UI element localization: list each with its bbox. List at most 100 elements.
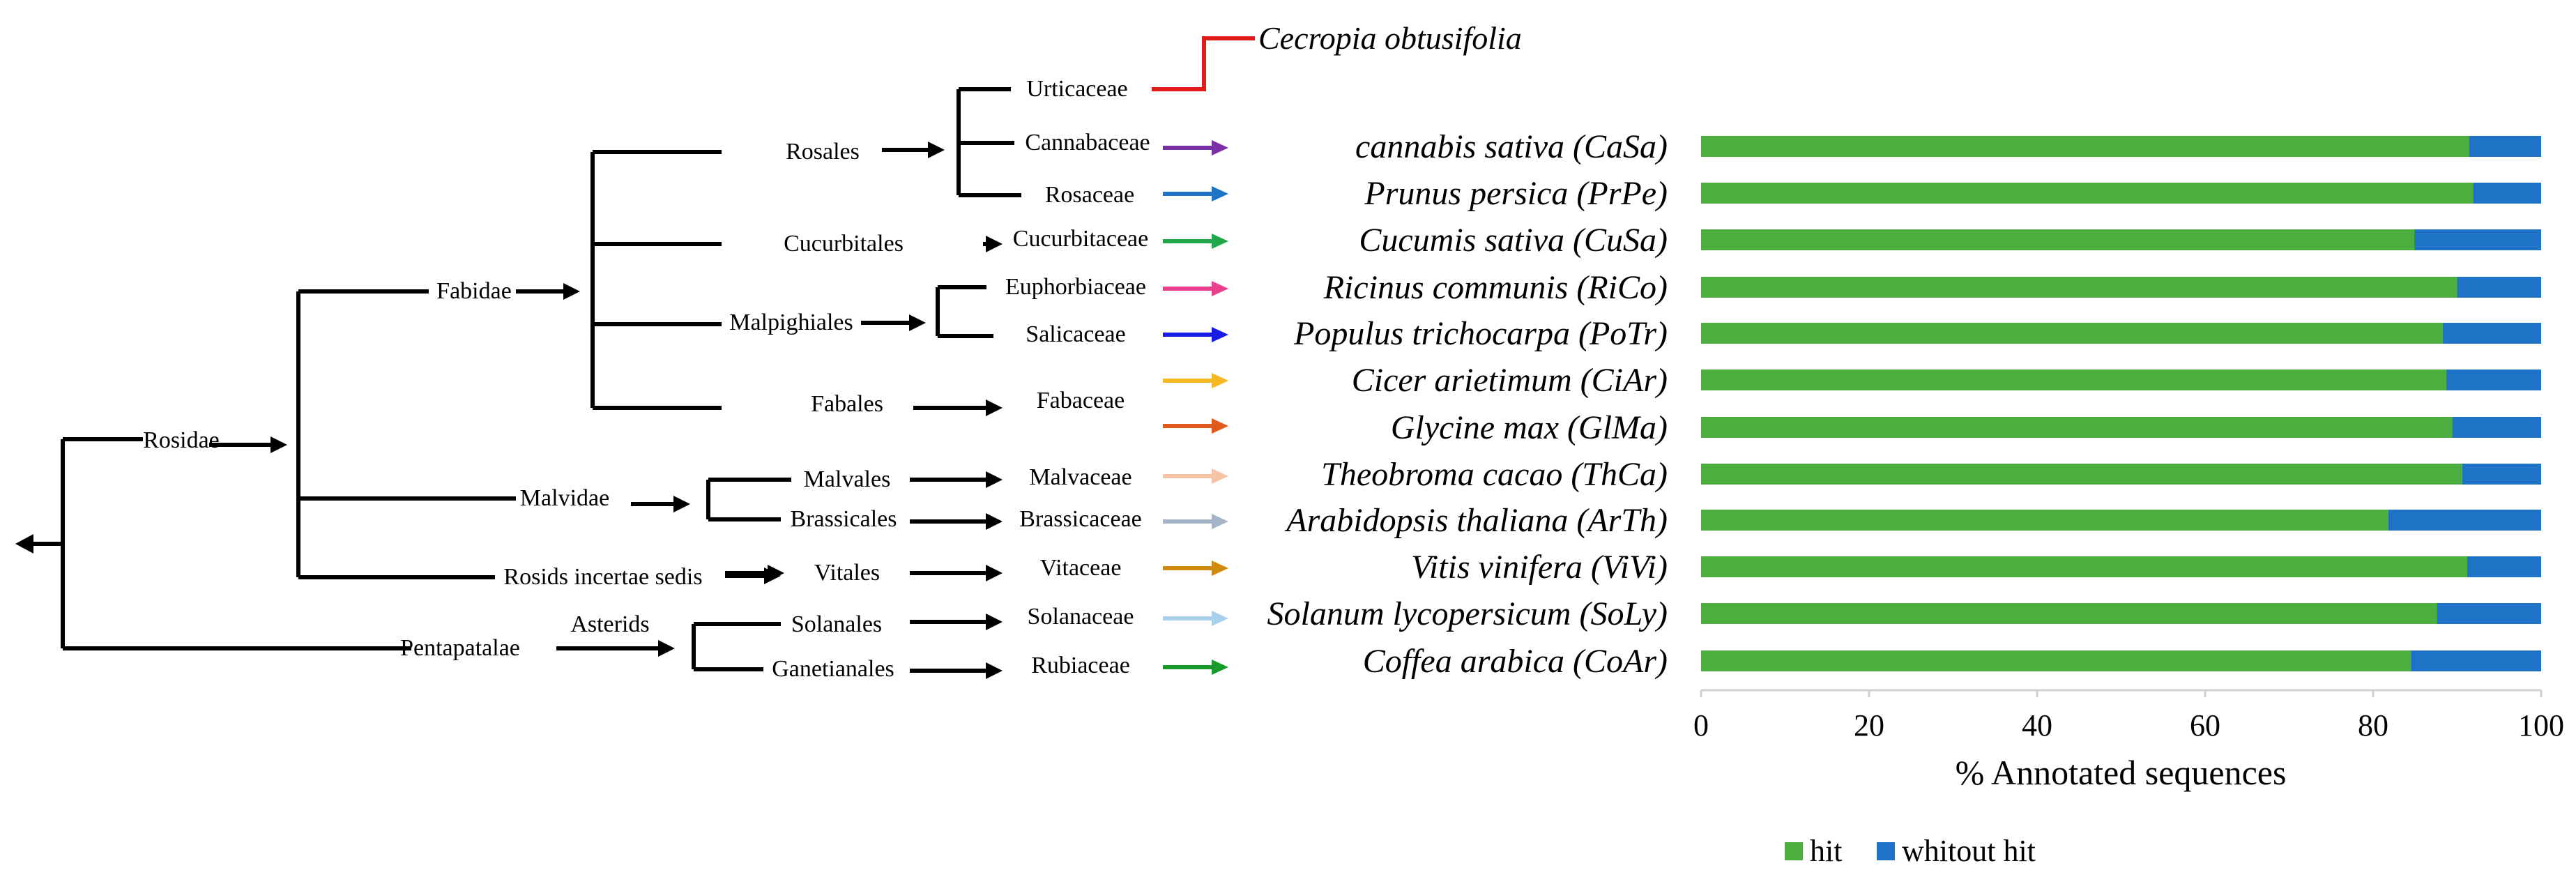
species-arrow bbox=[1163, 281, 1228, 296]
order-label-malvales: Malvales bbox=[804, 466, 891, 492]
bar-without-hit bbox=[2469, 136, 2541, 157]
bar-without-hit bbox=[2473, 183, 2541, 204]
tree-arrows bbox=[209, 142, 1003, 679]
family-label-malvaceae: Malvaceae bbox=[1029, 464, 1131, 490]
tree-arrow bbox=[983, 236, 1003, 252]
bar-hit bbox=[1701, 277, 2457, 298]
tree-arrow bbox=[556, 640, 675, 657]
family-label-salicaceae: Salicaceae bbox=[1026, 321, 1125, 347]
chart-x-axis: 0 20 40 60 80 100 bbox=[1693, 689, 2564, 742]
species-arrow bbox=[1163, 186, 1228, 201]
category-label: Prunus persica (PrPe) bbox=[1364, 175, 1668, 212]
species-arrow bbox=[1163, 611, 1228, 626]
family-label-rosaceae: Rosaceae bbox=[1045, 182, 1134, 208]
x-tick-label: 80 bbox=[2358, 708, 2388, 742]
bar-without-hit bbox=[2462, 464, 2541, 485]
bar-hit bbox=[1701, 650, 2411, 671]
order-label-malpighiales: Malpighiales bbox=[729, 310, 853, 335]
species-arrow bbox=[1163, 561, 1228, 576]
clade-label-rosidae: Rosidae bbox=[143, 427, 220, 453]
family-label-solanaceae: Solanaceae bbox=[1028, 604, 1134, 630]
bar-without-hit bbox=[2437, 603, 2541, 624]
tree-arrow bbox=[882, 142, 945, 158]
category-label: Theobroma cacao (ThCa) bbox=[1321, 456, 1668, 493]
species-arrow bbox=[1163, 418, 1228, 434]
x-tick-label: 40 bbox=[2022, 708, 2052, 742]
bar-hit bbox=[1701, 603, 2437, 624]
legend-label-hit: hit bbox=[1810, 834, 1842, 868]
tree-labels: Rosidae Fabidae Malvidae Rosids incertae… bbox=[143, 76, 1150, 682]
species-arrow bbox=[1163, 373, 1228, 388]
family-label-brassicaceae: Brassicaceae bbox=[1019, 506, 1142, 532]
bar-without-hit bbox=[2443, 323, 2541, 344]
category-label: cannabis sativa (CaSa) bbox=[1355, 128, 1668, 165]
x-axis-label: % Annotated sequences bbox=[1956, 753, 2287, 792]
clade-label-asterids: Asterids bbox=[570, 611, 649, 637]
species-arrow bbox=[1163, 234, 1228, 249]
tree-arrow bbox=[725, 568, 781, 584]
cecropia-branch bbox=[1152, 36, 1255, 91]
order-label-brassicales: Brassicales bbox=[791, 506, 897, 532]
order-label-fabales: Fabales bbox=[811, 391, 883, 417]
clade-label-rosids-incertae-sedis: Rosids incertae sedis bbox=[503, 564, 702, 590]
x-tick-label: 20 bbox=[1854, 708, 1884, 742]
left-arrow-icon bbox=[15, 534, 63, 554]
species-arrow bbox=[1163, 514, 1228, 529]
legend-swatch-hit bbox=[1785, 842, 1803, 860]
family-label-rubiaceae: Rubiaceae bbox=[1031, 653, 1130, 678]
tree-arrow bbox=[910, 614, 1003, 630]
species-arrow bbox=[1163, 327, 1228, 342]
family-label-cannabaceae: Cannabaceae bbox=[1025, 130, 1150, 155]
tree-arrow bbox=[910, 565, 1003, 581]
order-label-ganetianales: Ganetianales bbox=[772, 656, 894, 682]
legend-label-without-hit: whitout hit bbox=[1902, 834, 2036, 868]
species-label-cecropia: Cecropia obtusifolia bbox=[1258, 20, 1522, 56]
order-label-cucurbitales: Cucurbitales bbox=[784, 231, 904, 257]
bar-without-hit bbox=[2411, 650, 2541, 671]
category-label: Populus trichocarpa (PoTr) bbox=[1293, 315, 1668, 352]
category-label: Arabidopsis thaliana (ArTh) bbox=[1284, 502, 1668, 539]
clade-label-pentapatalae: Pentapatalae bbox=[400, 635, 520, 661]
bar-hit bbox=[1701, 417, 2453, 438]
bar-without-hit bbox=[2467, 556, 2541, 577]
order-label-vitales: Vitales bbox=[814, 560, 880, 586]
bar-without-hit bbox=[2457, 277, 2541, 298]
species-arrow bbox=[1163, 660, 1228, 675]
x-tick-label: 0 bbox=[1693, 708, 1709, 742]
bar-hit bbox=[1701, 136, 2469, 157]
bar-hit bbox=[1701, 556, 2467, 577]
chart-bars bbox=[1701, 136, 2541, 671]
tree-arrow bbox=[861, 314, 926, 331]
bar-without-hit bbox=[2446, 370, 2541, 390]
species-arrows bbox=[1163, 140, 1228, 675]
tree-arrow bbox=[910, 513, 1003, 530]
category-label: Vitis vinifera (ViVi) bbox=[1411, 549, 1668, 586]
order-label-rosales: Rosales bbox=[786, 139, 860, 165]
tree-arrow bbox=[910, 471, 1003, 488]
bar-hit bbox=[1701, 464, 2462, 485]
tree-arrow bbox=[910, 662, 1003, 679]
bar-without-hit bbox=[2452, 417, 2541, 438]
family-label-fabaceae: Fabaceae bbox=[1037, 388, 1125, 413]
species-arrow bbox=[1163, 469, 1228, 484]
clade-label-fabidae: Fabidae bbox=[436, 278, 512, 304]
bar-without-hit bbox=[2388, 510, 2541, 531]
tree-branches bbox=[61, 87, 1021, 671]
tree-arrow bbox=[631, 496, 690, 512]
bar-hit bbox=[1701, 183, 2474, 204]
tree-arrow bbox=[209, 436, 287, 453]
chart-legend: hit whitout hit bbox=[1785, 834, 2036, 868]
x-tick-label: 60 bbox=[2190, 708, 2220, 742]
family-label-urticaceae: Urticaceae bbox=[1026, 76, 1127, 102]
category-label: Cicer arietimum (CiAr) bbox=[1352, 362, 1668, 399]
x-tick-label: 100 bbox=[2518, 708, 2564, 742]
legend-swatch-without-hit bbox=[1877, 842, 1895, 860]
clade-label-malvidae: Malvidae bbox=[520, 485, 609, 511]
bar-hit bbox=[1701, 510, 2388, 531]
species-arrow bbox=[1163, 140, 1228, 155]
family-label-cucurbitaceae: Cucurbitaceae bbox=[1013, 226, 1148, 252]
order-label-solanales: Solanales bbox=[791, 611, 882, 637]
tree-arrow bbox=[516, 283, 580, 300]
